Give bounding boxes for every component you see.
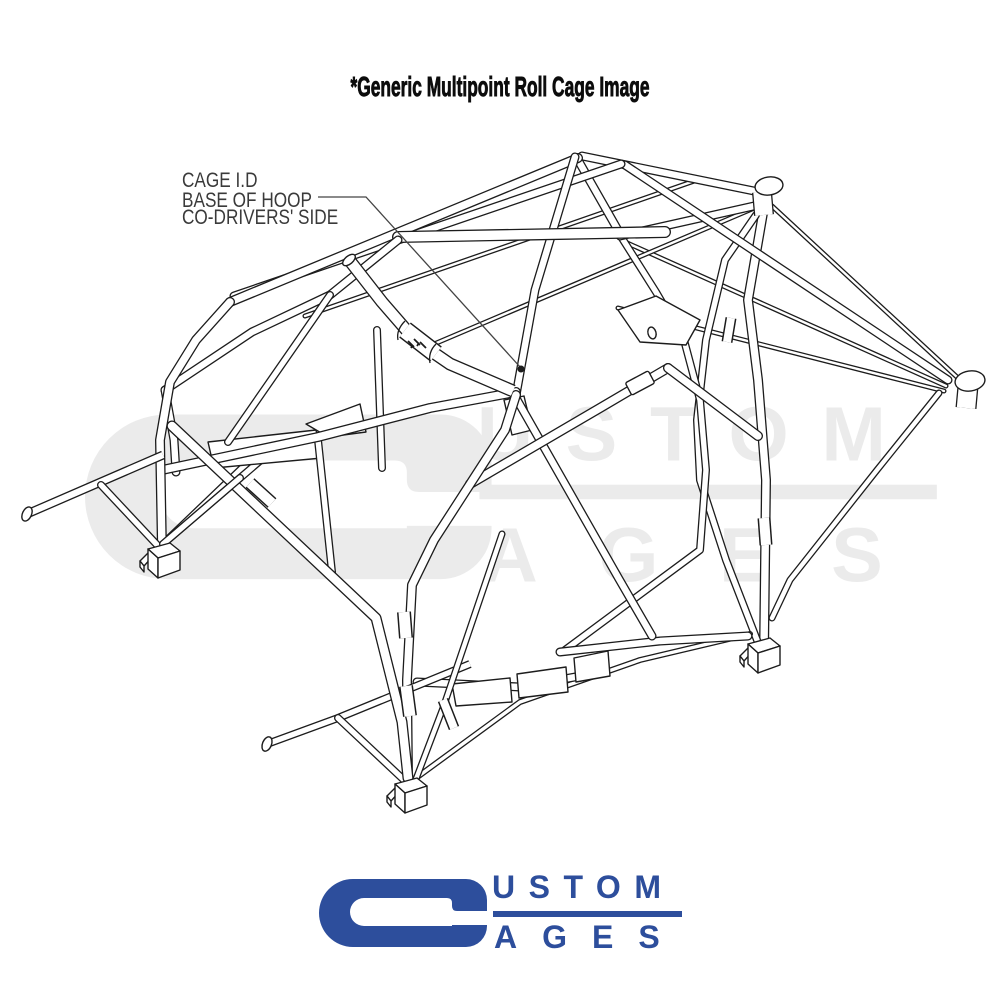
svg-text:AGES: AGES	[482, 512, 943, 598]
svg-text:USTOM: USTOM	[492, 869, 674, 905]
svg-text:AGES: AGES	[494, 919, 685, 955]
